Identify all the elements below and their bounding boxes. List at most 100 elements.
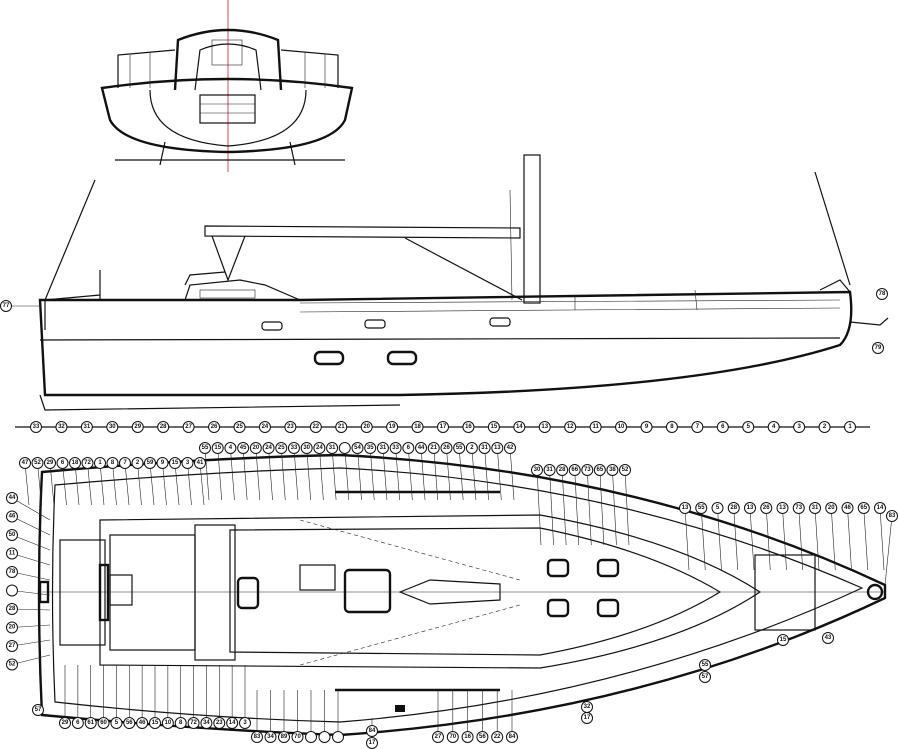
callout-circle (6, 510, 18, 523)
callout-number: 55 (702, 662, 709, 668)
stern-view (100, 0, 354, 172)
callout-circle (619, 464, 631, 476)
backstay (44, 179, 96, 301)
leader-line (509, 447, 515, 501)
callout-number: 43 (825, 635, 832, 641)
deck-callout: 46 (6, 510, 51, 536)
deck-callout: 55 (453, 442, 466, 501)
station-marker: 21 (335, 421, 348, 433)
callout-circle (338, 442, 351, 454)
callout-circle (742, 421, 755, 433)
callout-number: 52 (34, 460, 41, 466)
leader-line (484, 447, 489, 501)
callout-circle (876, 288, 888, 300)
leader-line (458, 447, 464, 501)
deck-callout: 20 (249, 442, 262, 501)
callout-number: 29 (134, 424, 141, 430)
callout-number: 78 (879, 291, 886, 297)
callout-circle (453, 442, 466, 454)
callout-circle (182, 421, 195, 433)
leader-line (187, 462, 192, 506)
leader-line (280, 447, 286, 501)
callout-number: 83 (254, 734, 261, 740)
callout-number: 52 (9, 662, 16, 668)
deck-callout: 13 (744, 502, 756, 571)
leader-line (471, 447, 477, 501)
callout-circle (6, 492, 18, 504)
leader-line (37, 462, 42, 506)
callout-number: 15 (152, 720, 159, 726)
callout-number: 61 (87, 720, 94, 726)
callout-number: 12 (567, 424, 574, 430)
callout-circle (97, 717, 110, 729)
callout-number: 3 (797, 424, 801, 430)
station-marker: 8 (665, 421, 678, 433)
callout-number: 14 (229, 720, 236, 726)
leader-line (782, 507, 787, 571)
callout-number: 22 (312, 424, 319, 430)
callout-circle (213, 717, 226, 729)
callout-number: 32 (584, 704, 591, 710)
deck-callout: 57 (32, 704, 44, 716)
deck-callout: 42 (504, 442, 516, 501)
coachroof (99, 514, 762, 669)
leader-line (847, 507, 852, 571)
callout-number: 15 (491, 424, 498, 430)
callout-number: 77 (3, 303, 10, 309)
leader-line (87, 462, 92, 506)
station-marker: 18 (411, 421, 424, 433)
callout-circle (208, 421, 221, 433)
callout-circle (6, 640, 18, 652)
deck-callout: 55 (695, 502, 708, 571)
callout-number: 65 (597, 467, 604, 473)
station-marker: 20 (360, 421, 373, 433)
callout-number: 2 (823, 424, 827, 430)
leader-line (11, 624, 51, 628)
deck-callout: 31 (543, 464, 556, 546)
callout-circle (131, 421, 144, 433)
callout-circle (0, 300, 12, 312)
callout-number: 7 (696, 424, 700, 430)
deck-callout: 47 (19, 457, 31, 506)
callout-number: 47 (22, 460, 29, 466)
callout-number: 18 (414, 424, 421, 430)
callout-number: 31 (380, 445, 387, 451)
leader-line (162, 462, 167, 506)
callout-number: 23 (216, 720, 223, 726)
callout-circle (275, 442, 288, 454)
callout-number: 26 (763, 505, 770, 511)
callout-circle (80, 421, 93, 433)
callout-number: 31 (481, 445, 488, 451)
callout-number: 84 (369, 728, 376, 734)
deck-callout: 52 (6, 654, 51, 671)
callout-number: 17 (440, 424, 447, 430)
deck-callout: 34 (264, 690, 277, 743)
callout-number: 6 (407, 445, 411, 451)
callout-number: 27 (9, 643, 16, 649)
deck-callout: 3 (181, 457, 194, 506)
callout-circle (287, 442, 300, 454)
hatch (343, 568, 392, 614)
callout-circle (106, 421, 119, 433)
callout-number: 15 (172, 460, 179, 466)
callout-number: 15 (780, 637, 787, 643)
deck-callout: 60 (97, 665, 110, 729)
deck-callout (332, 690, 344, 743)
callout-circle (513, 421, 526, 433)
station-marker: 24 (258, 421, 271, 433)
deck-callout: 52 (31, 457, 44, 506)
callout-number: 52 (622, 467, 629, 473)
station-marker: 26 (208, 421, 221, 433)
deck-callout: 52 (619, 464, 631, 546)
leader-line (420, 447, 426, 501)
station-marker: 27 (182, 421, 195, 433)
callout-circle (691, 421, 704, 433)
leader-line (549, 469, 554, 546)
callout-circle (264, 731, 277, 743)
deck-callout: 61 (84, 665, 97, 729)
deck-callout (318, 690, 331, 743)
leader-line (124, 462, 130, 506)
callout-number: 89 (281, 734, 288, 740)
callout-circle (291, 731, 304, 743)
deck-callout: 55 (199, 442, 211, 501)
